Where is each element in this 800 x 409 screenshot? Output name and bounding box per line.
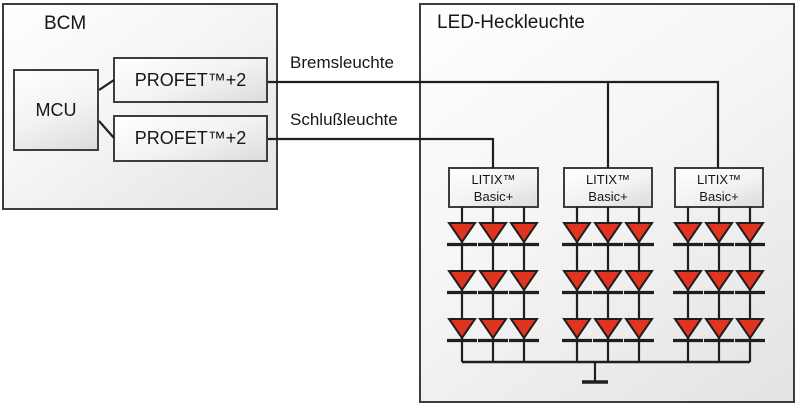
- profet-switch-brake: PROFET™+2: [113, 57, 268, 103]
- led-tail-light-title: LED-Heckleuchte: [437, 12, 585, 33]
- tail-wire-label: Schlußleuchte: [290, 110, 398, 129]
- mcu-block: MCU: [13, 69, 99, 151]
- profet-switch-tail-label: PROFET™+2: [134, 128, 247, 148]
- mcu-label: MCU: [35, 99, 77, 120]
- bcm-title: BCM: [44, 13, 87, 34]
- profet-switch-tail: PROFET™+2: [113, 115, 268, 162]
- brake-wire-label: Bremsleuchte: [290, 53, 394, 72]
- bcm-block: BCM MCU PROFET™+2 PROFET™+2: [2, 3, 278, 210]
- profet-switch-brake-label: PROFET™+2: [134, 69, 247, 90]
